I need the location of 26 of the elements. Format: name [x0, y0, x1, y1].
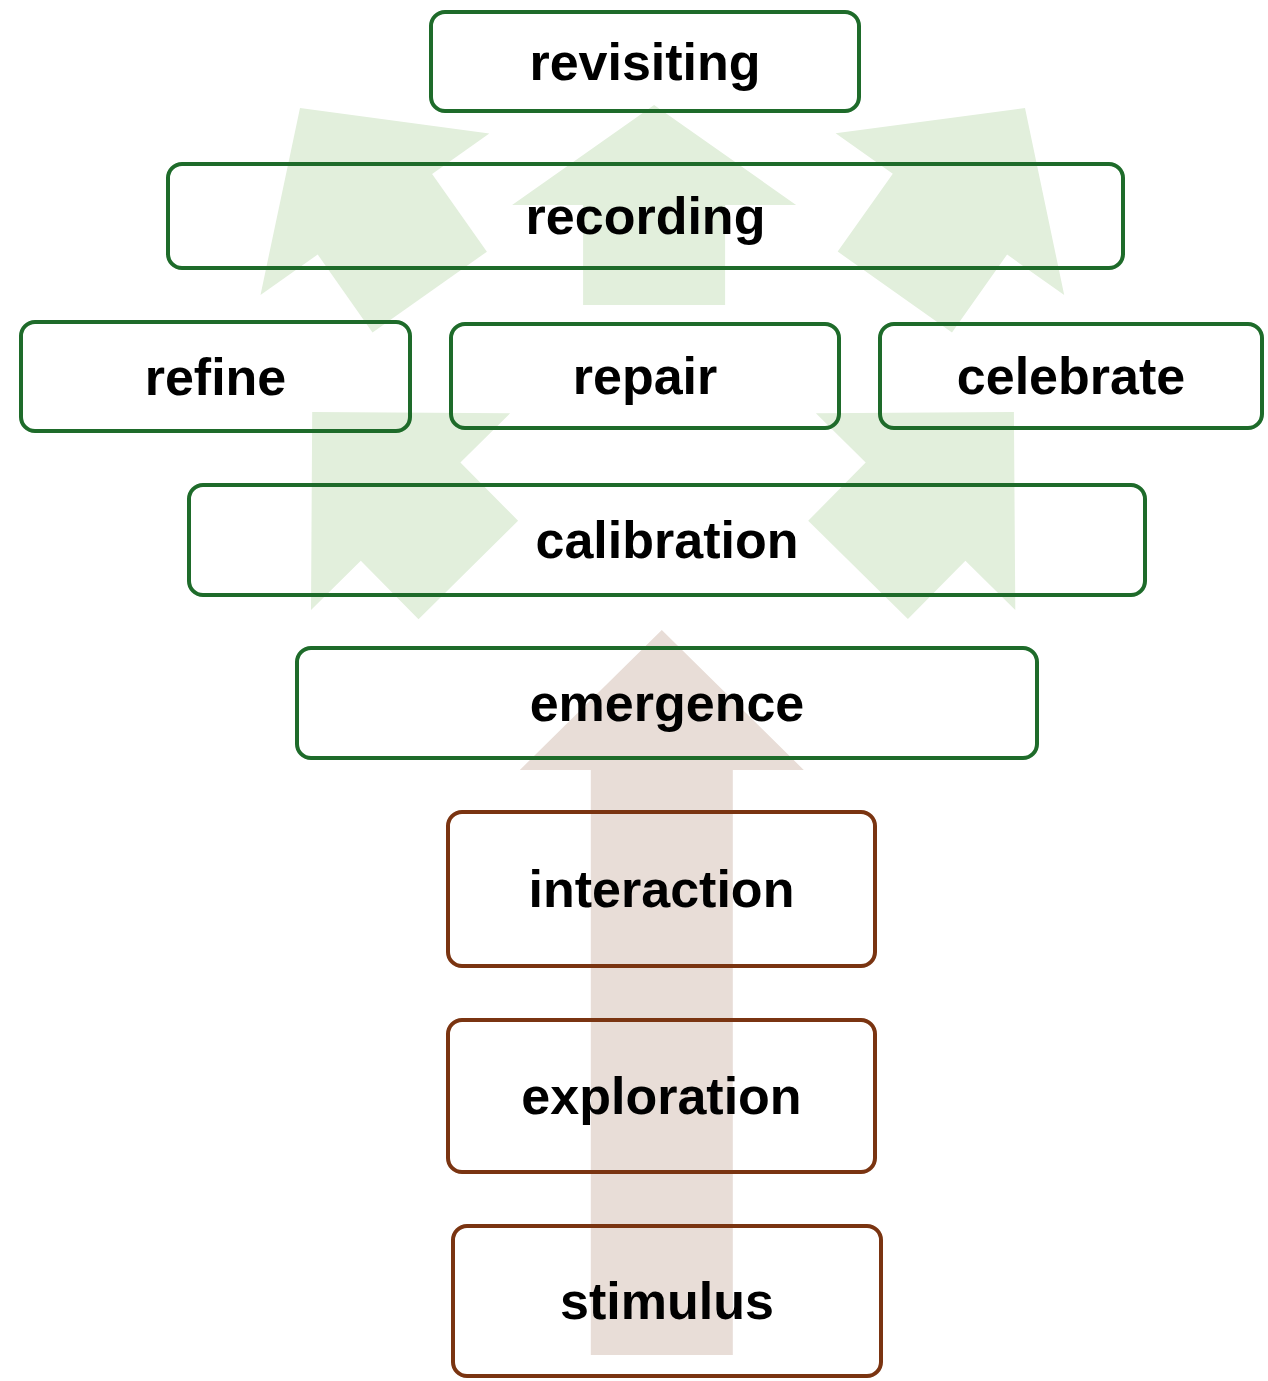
stage-label: stimulus — [560, 1271, 774, 1331]
stage-label: recording — [525, 186, 766, 246]
stage-box — [449, 322, 841, 430]
stage-box — [446, 1018, 877, 1174]
block-arrow — [311, 412, 519, 620]
stage-label: repair — [572, 346, 718, 406]
stage-box — [878, 322, 1264, 430]
stage-box — [166, 162, 1125, 270]
stage-box — [295, 646, 1039, 760]
stage-label: revisiting — [529, 31, 761, 92]
stage-box — [446, 810, 877, 968]
block-arrow — [512, 105, 797, 305]
stage-box — [187, 483, 1147, 597]
block-arrow — [519, 630, 804, 1355]
stage-label: calibration — [535, 510, 799, 570]
stage-label: interaction — [528, 859, 795, 919]
block-arrow — [260, 108, 490, 333]
block-arrow — [835, 108, 1065, 333]
stage-label: celebrate — [956, 346, 1186, 406]
stage-box — [19, 320, 412, 433]
stage-box — [451, 1224, 883, 1378]
stage-label: emergence — [529, 673, 805, 733]
stage-label: exploration — [521, 1066, 802, 1126]
stage-box — [429, 10, 861, 113]
block-arrow — [808, 412, 1016, 620]
stage-label: refine — [144, 346, 287, 407]
